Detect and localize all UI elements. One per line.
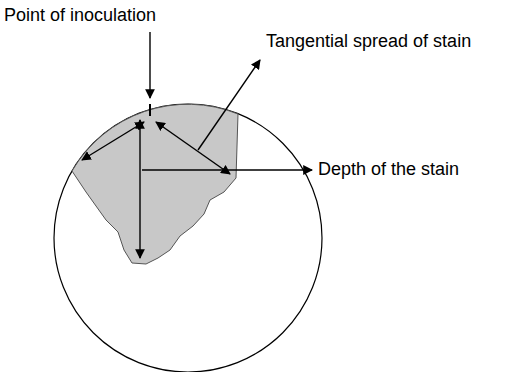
- leader-line: [142, 169, 312, 170]
- leader-line: [198, 60, 260, 150]
- spread-arrow: [82, 122, 144, 160]
- inoculation-arrow: [149, 32, 150, 98]
- depth-arrow: [139, 120, 140, 258]
- inoculation-mark: [149, 104, 151, 116]
- spread-arrow: [156, 122, 230, 174]
- callout-label: Depth of the stain: [318, 158, 459, 180]
- stem-disc: [54, 104, 322, 372]
- callout-label: Point of inoculation: [4, 4, 156, 26]
- callout-label: Tangential spread of stain: [266, 30, 471, 52]
